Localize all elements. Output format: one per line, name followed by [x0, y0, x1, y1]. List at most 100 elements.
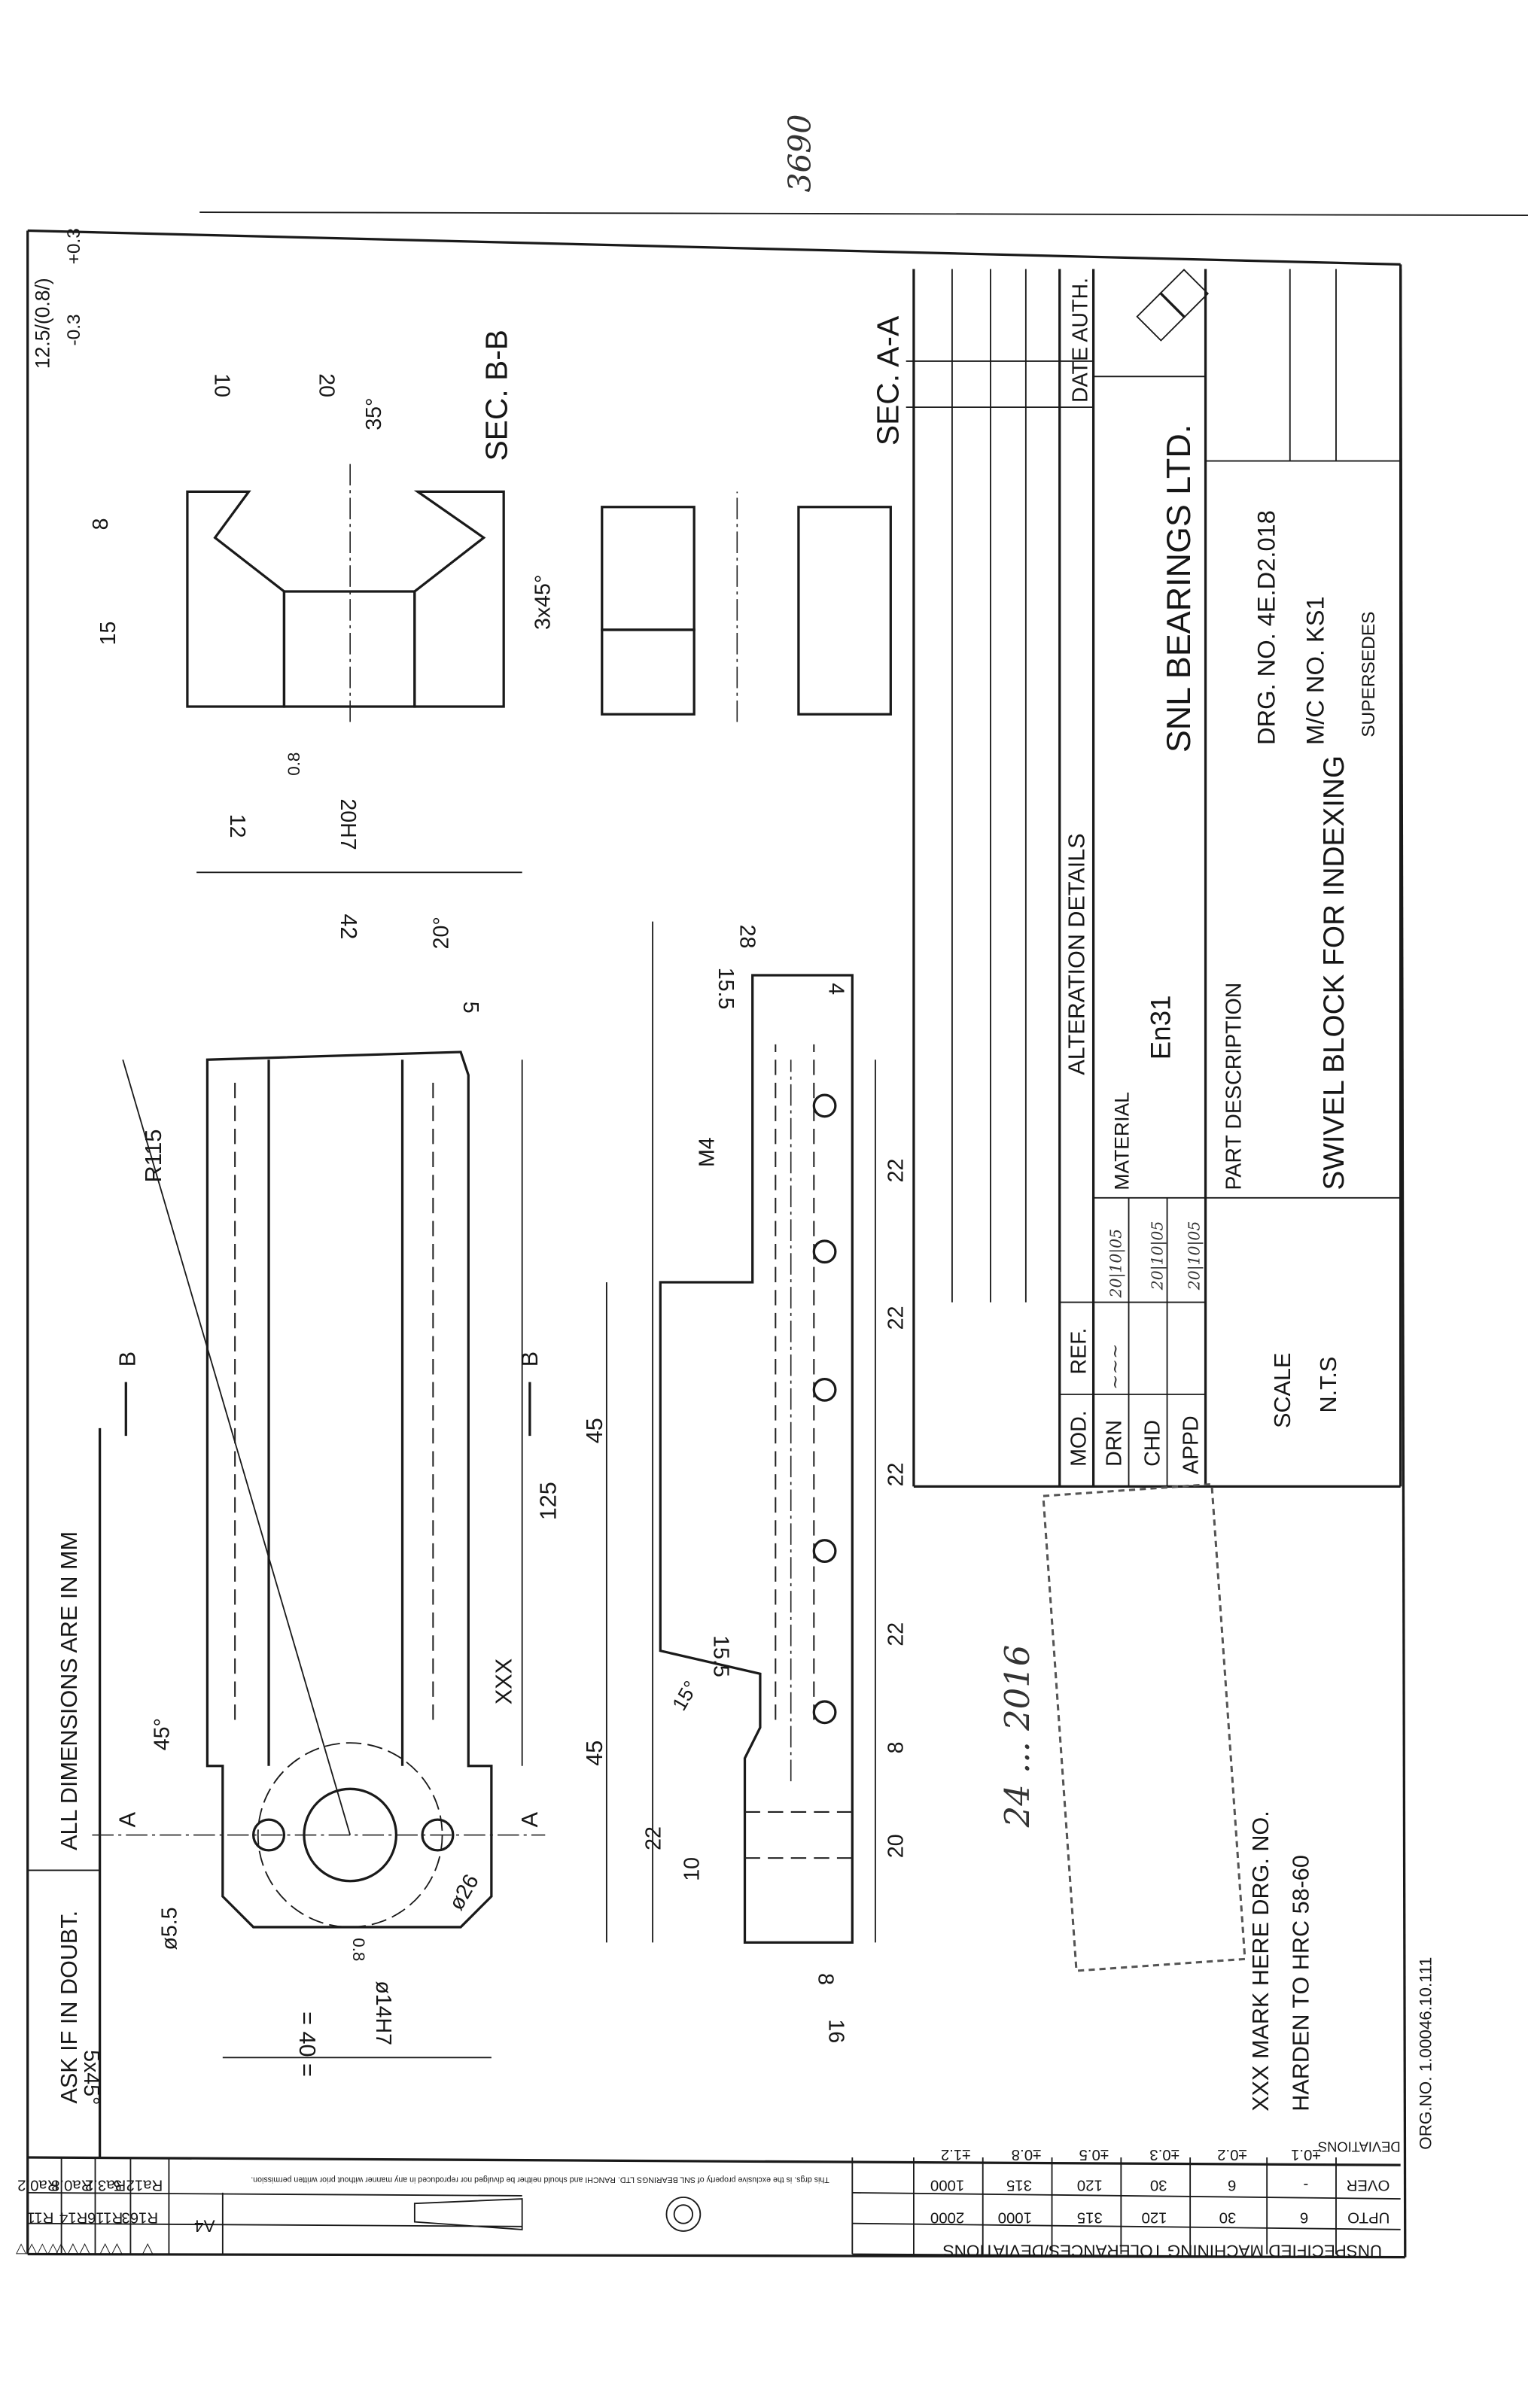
supersedes-label: SUPERSEDES: [1359, 612, 1379, 737]
all-dims-in-mm: ALL DIMENSIONS ARE IN MM: [56, 1531, 82, 1850]
row-label-upto: UPTO: [1347, 2209, 1390, 2225]
dim-15-5-left: 15.5: [709, 1635, 733, 1677]
svg-text:2000: 2000: [930, 2209, 964, 2225]
dim-8-right: 8: [884, 1742, 909, 1754]
section-aa-label: SEC. A-A: [871, 315, 906, 445]
section-b-b: 12 20H7 10 20 15 8 35° 3x45° 0.8 SEC. B-…: [89, 330, 555, 850]
handwritten-ref: 3690: [782, 114, 818, 193]
drn-label: DRN: [1102, 1420, 1126, 1467]
company-name: SNL BEARINGS LTD.: [1159, 424, 1198, 752]
section-b-bottom: B: [517, 1351, 543, 1367]
svg-text:30: 30: [1150, 2177, 1167, 2194]
dim-chamfer-5x45: 5x45°: [79, 2050, 103, 2105]
svg-text:315: 315: [1077, 2209, 1103, 2225]
svg-text:1000: 1000: [930, 2177, 964, 2194]
dim-20deg: 20°: [430, 917, 454, 949]
svg-text:±0.8: ±0.8: [1012, 2146, 1042, 2163]
scale-label: SCALE: [1270, 1353, 1295, 1428]
sheet-size: A4: [194, 2217, 215, 2236]
dim-45-right: 45: [582, 1741, 607, 1766]
svg-text:▽▽▽▽: ▽▽▽▽: [15, 2242, 58, 2258]
svg-text:1000: 1000: [998, 2209, 1032, 2225]
svg-text:R163: R163: [121, 2209, 158, 2225]
svg-text:Ra0.8: Ra0.8: [51, 2177, 92, 2194]
svg-text:±1.2: ±1.2: [941, 2146, 971, 2163]
copyright-note: This drgs. is the exclusive property of …: [251, 2175, 829, 2184]
note-harden: HARDEN TO HRC 58-60: [1288, 1855, 1313, 2112]
section-a-bottom: A: [517, 1811, 543, 1827]
finish-bb: 0.8: [285, 752, 303, 776]
svg-text:Ra3.2: Ra3.2: [85, 2177, 126, 2194]
finish-0-8: 0.8: [349, 1938, 368, 1961]
dim-16: 16: [824, 2019, 848, 2043]
dim-10: 10: [680, 1857, 704, 1881]
pitch-22-1: 22: [884, 1622, 909, 1646]
dim-45-left: 45: [582, 1418, 607, 1443]
pitch-22-3: 22: [884, 1306, 909, 1330]
chd-label: CHD: [1140, 1420, 1164, 1467]
section-a-a: SEC. A-A: [601, 315, 906, 722]
appd-label: APPD: [1179, 1415, 1203, 1474]
part-description: SWIVEL BLOCK FOR INDEXING: [1318, 756, 1350, 1190]
dim-20h7: 20H7: [336, 798, 360, 850]
drawing-number: DRG. NO. 4E.D2.018: [1252, 510, 1280, 745]
stamp-date: 24 ... 2016: [997, 1645, 1037, 1829]
drn-date: 20|10|05: [1106, 1229, 1125, 1299]
dim-20-bb: 20: [314, 373, 338, 397]
dim-8-bb: 8: [89, 518, 113, 530]
surface-symbol-general: 12.5/(0.8/) -0.3 +0.3: [31, 228, 84, 369]
drn-signature: ~~~: [1103, 1343, 1125, 1390]
svg-text:Ra0.2: Ra0.2: [17, 2177, 58, 2194]
dim-15-5-right: 15.5: [714, 968, 738, 1010]
svg-text:30: 30: [1219, 2209, 1237, 2225]
dim-15-bb: 15: [96, 622, 120, 646]
svg-text:6: 6: [1300, 2209, 1308, 2225]
dim-125: 125: [536, 1482, 562, 1520]
notes: XXX MARK HERE DRG. NO. HARDEN TO HRC 58-…: [997, 1482, 1435, 2150]
dim-45deg: 45°: [150, 1718, 174, 1750]
svg-text:±0.3: ±0.3: [1149, 2146, 1179, 2163]
chd-date: 20|10|05: [1148, 1221, 1167, 1291]
dim-28: 28: [735, 925, 759, 949]
dim-bore-14h7: ø14H7: [371, 1981, 395, 2045]
svg-text:▽: ▽: [142, 2241, 154, 2258]
dim-20: 20: [884, 1834, 909, 1858]
svg-text:±0.5: ±0.5: [1079, 2146, 1109, 2163]
svg-text:12.5/(0.8/): 12.5/(0.8/): [31, 278, 53, 369]
svg-text:±0.1: ±0.1: [1291, 2146, 1321, 2163]
deviation-row: DEVIATIONS ±0.1 ±0.2 ±0.3 ±0.5 ±0.8 ±1.2: [852, 2139, 1401, 2258]
dim-22: 22: [641, 1826, 665, 1850]
roughness-table: ▽ R163 Ra12.5 ▽▽ R116 Ra3.2 ▽▽▽ R14 Ra0.…: [15, 2175, 829, 2258]
dim-10: 10: [210, 373, 234, 397]
machine-number: M/C NO. KS1: [1301, 596, 1329, 745]
svg-text:-: -: [1303, 2177, 1308, 2194]
thread-m4: M4: [696, 1137, 720, 1167]
svg-text:6: 6: [1228, 2177, 1236, 2194]
dim-35deg: 35°: [362, 398, 386, 430]
svg-text:DEVIATIONS: DEVIATIONS: [1318, 2139, 1401, 2155]
appd-date: 20|10|05: [1185, 1221, 1204, 1291]
projection-symbol: [413, 2197, 702, 2232]
plan-view: 125 45 45 R115 42 20° 5 45° ø5.5 5x45° ø…: [79, 871, 607, 2105]
certification-logo: [1136, 269, 1210, 342]
mod-label: MOD.: [1067, 1410, 1091, 1467]
scale-value: N.T.S: [1316, 1357, 1341, 1413]
pitch-22-2: 22: [884, 1463, 909, 1487]
dim-4: 4: [824, 983, 848, 995]
svg-text:R11: R11: [27, 2209, 54, 2225]
dim-3x45: 3x45°: [531, 575, 555, 630]
svg-text:R14: R14: [59, 2209, 87, 2225]
svg-text:120: 120: [1077, 2177, 1103, 2194]
svg-text:▽▽: ▽▽: [99, 2241, 123, 2258]
dim-8-left: 8: [813, 1973, 837, 1985]
dim-r115: R115: [141, 1130, 166, 1183]
mark-xxx: XXX: [491, 1659, 516, 1704]
svg-text:R116: R116: [87, 2209, 123, 2225]
svg-text:+0.3: +0.3: [64, 228, 84, 264]
row-label-over: OVER: [1347, 2177, 1390, 2194]
svg-text:Ra12.5: Ra12.5: [113, 2177, 163, 2194]
alteration-details: ALTERATION DETAILS: [1064, 833, 1089, 1075]
dim-5: 5: [458, 1002, 482, 1014]
dim-hole-5-5: ø5.5: [158, 1907, 182, 1950]
